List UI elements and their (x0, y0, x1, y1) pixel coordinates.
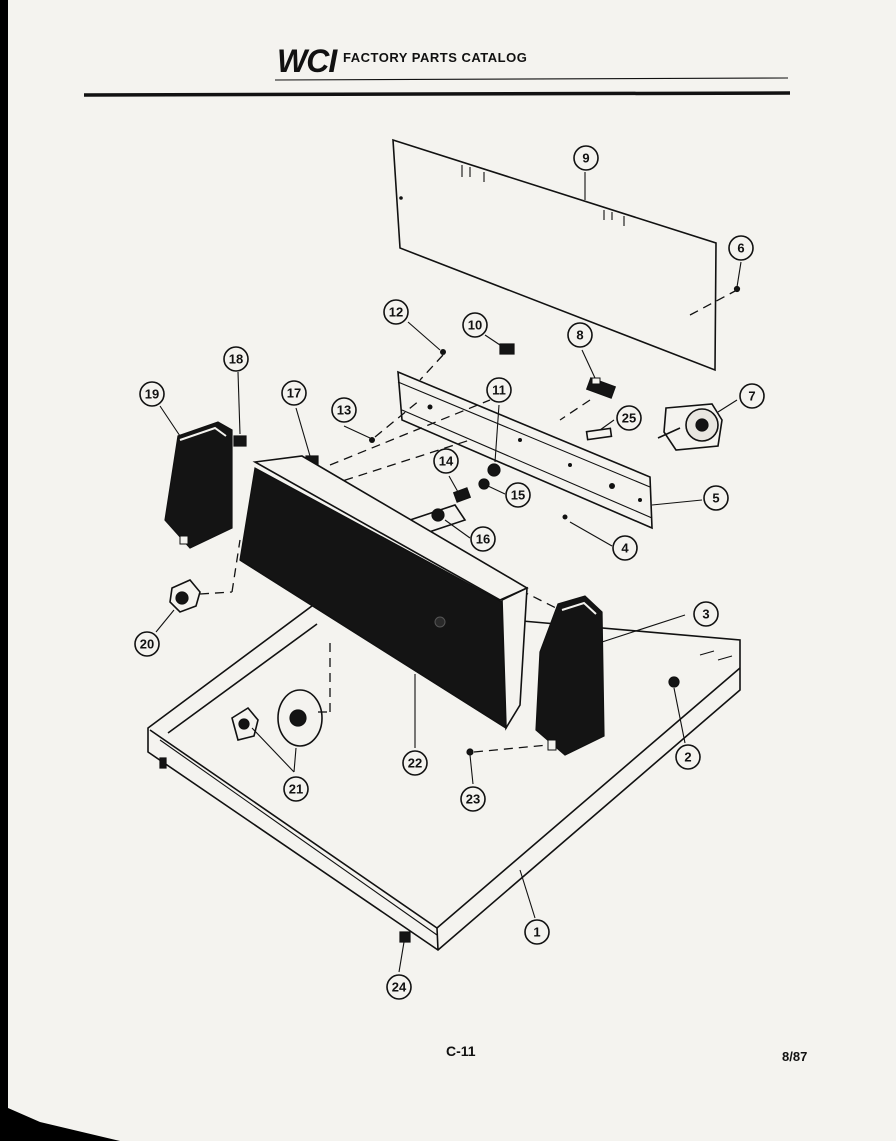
svg-text:13: 13 (337, 403, 351, 418)
right-end-cap-part-3 (535, 595, 605, 756)
svg-text:9: 9 (582, 151, 589, 166)
timer-part-7 (657, 403, 723, 451)
callout-8: 8 (567, 322, 593, 348)
callout-6: 6 (728, 235, 754, 261)
svg-text:4: 4 (621, 541, 629, 556)
callout-19: 19 (139, 381, 165, 407)
callout-16: 16 (470, 526, 496, 552)
callout-10: 10 (462, 312, 488, 338)
callout-20: 20 (134, 631, 160, 657)
header-rule-thin (274, 77, 789, 81)
svg-text:16: 16 (476, 532, 490, 547)
catalog-footer: C-11 8/87 (446, 1043, 807, 1064)
header-rule-thick (83, 91, 791, 97)
wci-logo: WCI (277, 43, 338, 79)
svg-text:12: 12 (389, 305, 403, 320)
callout-7: 7 (739, 383, 765, 409)
svg-text:6: 6 (737, 241, 744, 256)
svg-text:2: 2 (684, 750, 691, 765)
screw-part-12 (440, 349, 446, 355)
callout-9: 9 (573, 145, 599, 171)
svg-text:8: 8 (576, 328, 583, 343)
callout-22: 22 (402, 750, 428, 776)
page-code: C-11 (446, 1043, 476, 1059)
svg-text:22: 22 (408, 756, 422, 771)
callout-3: 3 (693, 601, 719, 627)
svg-text:21: 21 (289, 782, 303, 797)
callout-1: 1 (524, 919, 550, 945)
svg-text:17: 17 (287, 386, 301, 401)
svg-text:20: 20 (140, 637, 154, 652)
svg-text:3: 3 (702, 607, 709, 622)
callout-17: 17 (281, 380, 307, 406)
svg-text:23: 23 (466, 792, 480, 807)
screw-part-23 (466, 744, 549, 756)
knob-part-21 (231, 640, 331, 747)
svg-text:18: 18 (229, 352, 243, 367)
switch-part-8 (559, 377, 617, 421)
svg-text:14: 14 (439, 454, 454, 469)
callout-2: 2 (675, 744, 701, 770)
callout-12: 12 (383, 299, 409, 325)
callout-4: 4 (612, 535, 638, 561)
callout-15: 15 (505, 482, 531, 508)
knob-part-20 (169, 539, 241, 613)
callout-24: 24 (386, 974, 412, 1000)
leader-lines (155, 172, 742, 973)
clip-part-18 (233, 435, 247, 447)
svg-text:19: 19 (145, 387, 159, 402)
callout-18: 18 (223, 346, 249, 372)
svg-text:1: 1 (533, 925, 540, 940)
callout-13: 13 (331, 397, 357, 423)
svg-text:24: 24 (392, 980, 407, 995)
svg-text:5: 5 (712, 491, 719, 506)
callout-11: 11 (486, 377, 512, 403)
foot-part-2 (668, 676, 680, 688)
catalog-header: WCI FACTORY PARTS CATALOG (83, 43, 791, 97)
screw-part-13 (369, 437, 375, 443)
left-end-cap-part-19 (164, 421, 233, 549)
callout-25: 25 (616, 405, 642, 431)
clip-part-10 (499, 343, 515, 355)
svg-text:11: 11 (492, 383, 506, 398)
callout-21: 21 (283, 776, 309, 802)
washer-part-15 (478, 478, 490, 490)
svg-text:7: 7 (748, 389, 755, 404)
date-code: 8/87 (782, 1049, 807, 1064)
svg-text:10: 10 (468, 318, 482, 333)
back-panel-part-9 (392, 138, 741, 372)
callout-14: 14 (433, 448, 459, 474)
svg-text:15: 15 (511, 488, 525, 503)
nut-part-11 (487, 463, 501, 477)
catalog-title: FACTORY PARTS CATALOG (343, 50, 527, 65)
svg-text:25: 25 (622, 411, 636, 426)
console-panel-part-22 (239, 455, 529, 731)
callout-23: 23 (460, 786, 486, 812)
callout-5: 5 (703, 485, 729, 511)
